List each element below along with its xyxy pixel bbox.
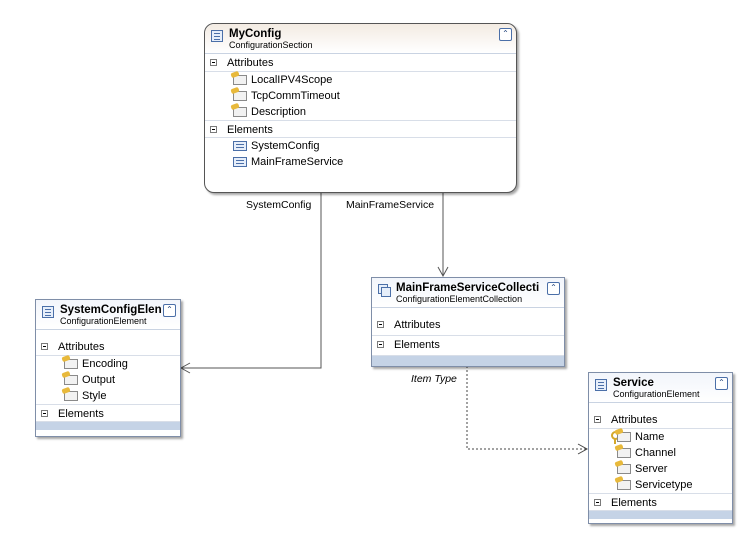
myconfig-elements-label: Elements (227, 124, 273, 136)
myconfig-title: MyConfig (229, 28, 282, 40)
mainframe-collection-shape[interactable]: MainFrameServiceCollecti ConfigurationEl… (371, 277, 565, 367)
item-type-arrowhead (577, 443, 589, 455)
systemconfig-elements-section[interactable]: Elements (36, 404, 180, 422)
myconfig-attribute-item[interactable]: TcpCommTimeout (205, 88, 516, 104)
systemconfig-subtitle: ConfigurationElement (60, 316, 147, 326)
mainframe-collection-footer-bar (372, 356, 564, 366)
attribute-label: Output (82, 374, 116, 386)
systemconfig-elements-label: Elements (58, 408, 104, 420)
element-label: MainFrameService (251, 156, 344, 168)
systemconfig-attributes-label: Attributes (58, 341, 105, 353)
service-title: Service (613, 377, 654, 389)
configuration-element-icon (595, 379, 607, 391)
systemconfig-connector[interactable] (182, 192, 322, 369)
systemconfig-shape[interactable]: SystemConfigElen ConfigurationElement ⌃ … (35, 299, 181, 437)
property-icon (617, 480, 631, 490)
configuration-element-icon (42, 306, 54, 318)
property-icon (233, 75, 247, 85)
mainframe-collection-title: MainFrameServiceCollecti (396, 282, 540, 294)
attribute-label: Description (251, 106, 307, 118)
double-chevron-up-icon[interactable]: ⌃ (163, 304, 176, 317)
attribute-label: Servicetype (635, 479, 693, 491)
property-icon (233, 107, 247, 117)
systemconfig-header[interactable]: SystemConfigElen ConfigurationElement ⌃ (36, 300, 180, 330)
element-icon (233, 141, 247, 151)
service-attributes-section[interactable]: Attributes (589, 411, 732, 429)
property-icon (64, 359, 78, 369)
service-footer-bar (589, 511, 732, 519)
service-shape[interactable]: Service ConfigurationElement ⌃ Attribute… (588, 372, 733, 524)
service-attribute-item[interactable]: Servicetype (589, 477, 732, 493)
double-chevron-up-icon[interactable]: ⌃ (499, 28, 512, 41)
attribute-label: TcpCommTimeout (251, 90, 340, 102)
systemconfig-arrowhead (179, 362, 191, 374)
mainframe-collection-elements-label: Elements (394, 339, 440, 351)
systemconfig-attribute-item[interactable]: Encoding (36, 356, 180, 372)
myconfig-attributes-section[interactable]: Attributes (205, 54, 516, 72)
minus-box-icon[interactable] (41, 410, 48, 417)
systemconfig-title: SystemConfigElen (60, 304, 162, 316)
property-icon (64, 391, 78, 401)
service-subtitle: ConfigurationElement (613, 389, 700, 399)
minus-box-icon[interactable] (377, 321, 384, 328)
service-attribute-item[interactable]: Channel (589, 445, 732, 461)
service-attribute-item[interactable]: Name (589, 429, 732, 445)
mainframe-collection-attributes-label: Attributes (394, 319, 441, 331)
service-elements-label: Elements (611, 497, 657, 509)
configuration-element-collection-icon (378, 284, 391, 297)
attribute-label: LocalIPV4Scope (251, 74, 333, 86)
configuration-section-icon (211, 30, 223, 42)
myconfig-elements-section[interactable]: Elements (205, 120, 516, 138)
attribute-label: Name (635, 431, 665, 443)
attribute-label: Encoding (82, 358, 128, 370)
mainframe-collection-subtitle: ConfigurationElementCollection (396, 294, 523, 304)
property-icon (617, 432, 631, 442)
mainframeservice-arrowhead (437, 266, 449, 278)
minus-box-icon[interactable] (594, 499, 601, 506)
service-attribute-item[interactable]: Server (589, 461, 732, 477)
systemconfig-connector-label: SystemConfig (246, 199, 312, 211)
service-elements-section[interactable]: Elements (589, 493, 732, 511)
minus-box-icon[interactable] (210, 59, 217, 66)
mainframe-collection-elements-section[interactable]: Elements (372, 336, 564, 356)
myconfig-attribute-item[interactable]: LocalIPV4Scope (205, 72, 516, 88)
attribute-label: Server (635, 463, 668, 475)
myconfig-element-item[interactable]: MainFrameService (205, 154, 516, 170)
mainframeservice-connector-label: MainFrameService (346, 199, 435, 211)
double-chevron-up-icon[interactable]: ⌃ (547, 282, 560, 295)
systemconfig-footer-bar (36, 422, 180, 430)
property-icon (233, 91, 247, 101)
myconfig-attributes-label: Attributes (227, 57, 274, 69)
myconfig-attribute-item[interactable]: Description (205, 104, 516, 120)
service-attributes-label: Attributes (611, 414, 658, 426)
minus-box-icon[interactable] (41, 343, 48, 350)
element-label: SystemConfig (251, 140, 320, 152)
systemconfig-attribute-item[interactable]: Style (36, 388, 180, 404)
minus-box-icon[interactable] (594, 416, 601, 423)
myconfig-element-item[interactable]: SystemConfig (205, 138, 516, 154)
item-type-connector[interactable] (466, 366, 586, 450)
double-chevron-up-icon[interactable]: ⌃ (715, 377, 728, 390)
myconfig-header[interactable]: MyConfig ConfigurationSection ⌃ (205, 24, 516, 54)
attribute-label: Style (82, 390, 107, 402)
systemconfig-attribute-item[interactable]: Output (36, 372, 180, 388)
element-icon (233, 157, 247, 167)
myconfig-shape[interactable]: MyConfig ConfigurationSection ⌃ Attribut… (204, 23, 517, 193)
mainframe-collection-attributes-section[interactable]: Attributes (372, 316, 564, 336)
property-icon (64, 375, 78, 385)
property-icon (617, 464, 631, 474)
attribute-label: Channel (635, 447, 676, 459)
item-type-connector-label: Item Type (411, 373, 457, 385)
minus-box-icon[interactable] (210, 126, 217, 133)
systemconfig-attributes-section[interactable]: Attributes (36, 338, 180, 356)
minus-box-icon[interactable] (377, 341, 384, 348)
property-icon (617, 448, 631, 458)
myconfig-subtitle: ConfigurationSection (229, 40, 313, 50)
service-header[interactable]: Service ConfigurationElement ⌃ (589, 373, 732, 403)
mainframe-collection-header[interactable]: MainFrameServiceCollecti ConfigurationEl… (372, 278, 564, 308)
